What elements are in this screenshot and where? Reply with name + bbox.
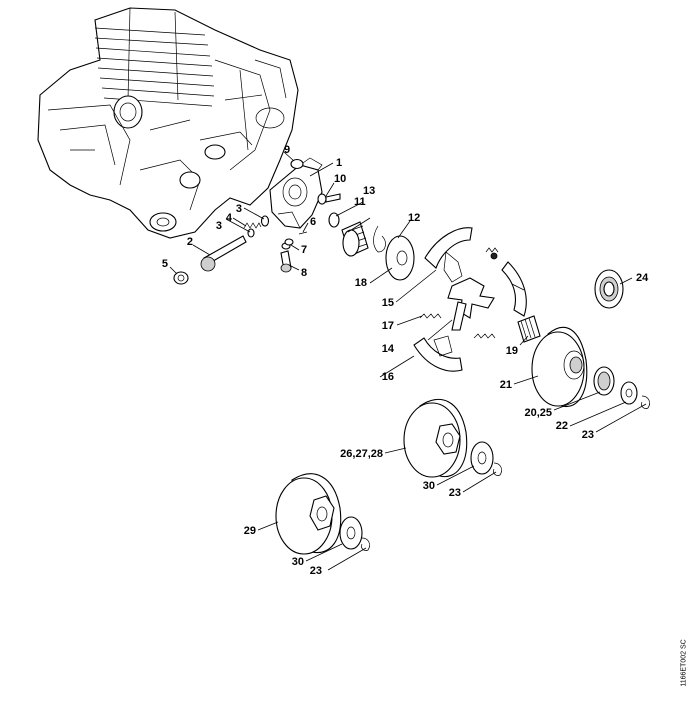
callout-18: 18 (355, 277, 367, 289)
callout-16: 16 (382, 371, 394, 383)
callout-23: 23 (310, 565, 322, 577)
callout-8: 8 (301, 267, 307, 279)
callout-9: 9 (284, 144, 290, 156)
part-screw-9 (290, 158, 304, 170)
part-ring-7 (281, 238, 294, 250)
part-spring-wire (373, 225, 386, 253)
part-clutch-drum-26-27-28 (403, 398, 468, 478)
callout-2: 2 (187, 236, 193, 248)
part-oil-pump-housing (269, 157, 323, 229)
part-e-clip (361, 537, 370, 551)
callout-1: 1 (336, 157, 342, 169)
part-ring-13 (328, 212, 340, 228)
callout-12: 12 (408, 212, 420, 224)
callout-3: 3 (236, 203, 242, 215)
callout-4: 4 (226, 212, 233, 224)
part-clutch-carrier-14 (447, 277, 495, 331)
part-rim-sprocket-20-25 (593, 366, 615, 396)
part-disc (385, 235, 415, 281)
part-clutch-drum-21 (531, 326, 588, 408)
part-washer-30a (470, 441, 494, 475)
callout-21: 21 (500, 379, 512, 391)
part-washer (247, 228, 255, 238)
callout-30: 30 (423, 480, 435, 492)
callout-23: 23 (582, 429, 594, 441)
leader-lines (169, 151, 647, 571)
part-pin (298, 231, 308, 235)
callout-24: 24 (636, 272, 649, 284)
part-spring-top (485, 247, 499, 260)
part-spring-17 (419, 313, 442, 319)
callout-3: 3 (216, 220, 222, 232)
callout-15: 15 (382, 297, 394, 309)
callout-26-27-28: 26,27,28 (340, 448, 383, 460)
callout-19: 19 (506, 345, 518, 357)
callout-7: 7 (301, 244, 307, 256)
callout-20-25: 20,25 (524, 407, 552, 419)
part-needle-bearing (517, 315, 541, 343)
part-clutch-shoe-16 (413, 335, 463, 372)
part-clutch-drum-29 (275, 473, 342, 555)
callout-14: 14 (382, 343, 395, 355)
callout-11: 11 (354, 196, 366, 208)
part-washer-22 (620, 381, 638, 405)
drawing-number: 1166ET002 SC (674, 628, 694, 698)
part-worm-gear (341, 221, 369, 257)
part-spring-small (243, 222, 262, 229)
callout-6: 6 (310, 216, 316, 228)
engine-housing (37, 7, 299, 239)
part-washer (260, 215, 270, 227)
part-clutch-shoe-15 (424, 227, 473, 283)
callout-29: 29 (244, 525, 256, 537)
callout-5: 5 (162, 258, 168, 270)
part-e-clip (641, 395, 650, 409)
part-clutch-shoe-right (501, 261, 527, 317)
callout-23: 23 (449, 487, 461, 499)
callout-10: 10 (334, 173, 346, 185)
callout-30: 30 (292, 556, 304, 568)
callout-17: 17 (382, 320, 394, 332)
part-rim-sprocket-24 (594, 269, 624, 309)
part-screw-10 (317, 193, 341, 205)
callout-13: 13 (363, 185, 375, 197)
part-washer-30b (339, 516, 363, 550)
part-e-clip (493, 462, 502, 476)
callout-22: 22 (556, 420, 568, 432)
part-screw-8 (280, 250, 292, 273)
callout-labels: 1 2 3 3 4 5 6 7 8 9 10 11 12 13 14 15 16… (162, 144, 649, 577)
drawing-number-text: 1166ET002 SC (680, 639, 688, 687)
part-nut (173, 271, 189, 285)
part-worm-shaft (200, 235, 247, 272)
part-spring-mid (473, 333, 496, 339)
